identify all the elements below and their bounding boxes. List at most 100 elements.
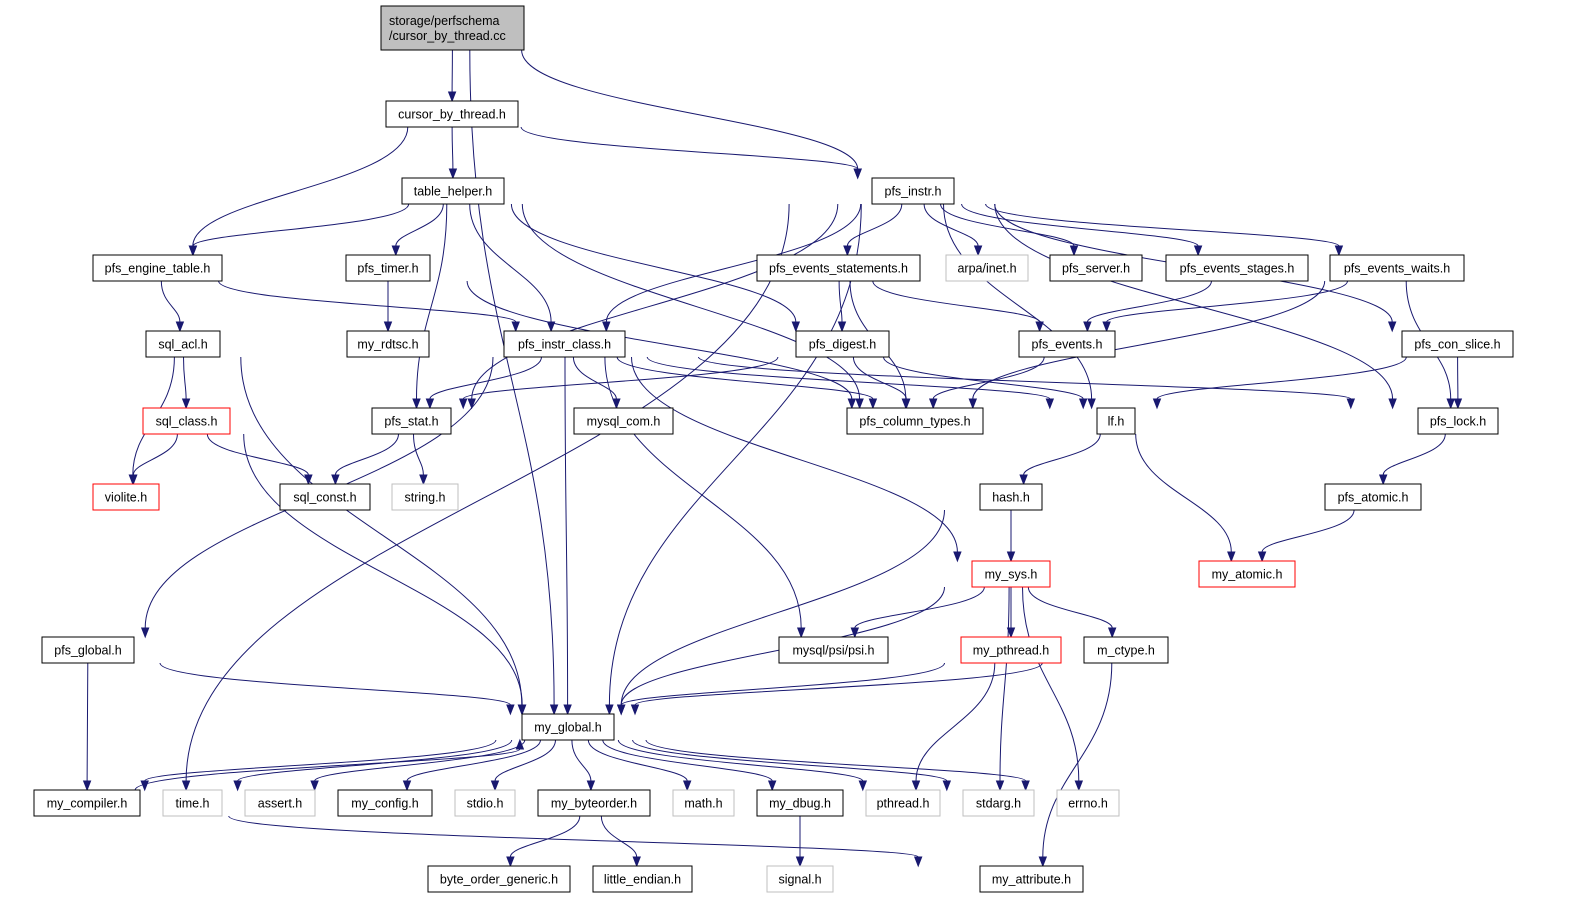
- node-mysql-com-h[interactable]: mysql_com.h: [573, 407, 674, 435]
- edge-sql_class_h-to-violite_h: [129, 433, 178, 486]
- node-my-global-h[interactable]: my_global.h: [521, 713, 615, 741]
- edge-line: [923, 203, 979, 247]
- node-math-h[interactable]: math.h: [672, 789, 735, 817]
- node-pfs-events-stages-h[interactable]: pfs_events_stages.h: [1165, 254, 1309, 282]
- node-pfs-engine-table-h[interactable]: pfs_engine_table.h: [92, 254, 223, 282]
- node-signal-h[interactable]: signal.h: [766, 865, 834, 893]
- edge-line: [605, 203, 862, 323]
- node-label: cursor_by_thread.h: [398, 108, 506, 122]
- edge-line: [604, 356, 802, 629]
- node-pfs-events-statements-h[interactable]: pfs_events_statements.h: [756, 254, 921, 282]
- node-assert-h[interactable]: assert.h: [244, 789, 316, 817]
- node-pfs-timer-h[interactable]: pfs_timer.h: [345, 254, 431, 282]
- edge-line: [632, 739, 948, 782]
- edge-pfs_instr_class_h-to-lf_h: [646, 356, 1055, 410]
- edge-line: [646, 356, 1051, 400]
- node-hash-h[interactable]: hash.h: [979, 483, 1043, 511]
- node-pfs-events-h[interactable]: pfs_events.h: [1018, 330, 1116, 358]
- node-time-h[interactable]: time.h: [162, 789, 223, 817]
- node-cursor-by-thread-h[interactable]: cursor_by_thread.h: [385, 100, 519, 128]
- arrowhead: [515, 738, 525, 750]
- node-my-rdtsc-h[interactable]: my_rdtsc.h: [346, 330, 430, 358]
- node-my-dbug-h[interactable]: my_dbug.h: [756, 789, 844, 817]
- arrowhead: [563, 704, 572, 716]
- node-box: [92, 483, 160, 511]
- node-sql-acl-h[interactable]: sql_acl.h: [145, 330, 221, 358]
- arrowhead: [1035, 321, 1044, 333]
- node-pfs-instr-class-h[interactable]: pfs_instr_class.h: [503, 330, 626, 358]
- arrowhead: [902, 398, 911, 410]
- arrowhead: [140, 627, 150, 639]
- node-box: [962, 789, 1035, 817]
- node-label: violite.h: [105, 491, 147, 505]
- node-label: my_global.h: [534, 721, 601, 735]
- arrowhead: [1038, 856, 1048, 868]
- node-byte-order-generic-h[interactable]: byte_order_generic.h: [427, 865, 571, 893]
- node-my-byteorder-h[interactable]: my_byteorder.h: [537, 789, 651, 817]
- edge-line: [134, 748, 521, 791]
- edge-my_global_h-to-stdarg_h: [632, 739, 952, 792]
- node-sql-const-h[interactable]: sql_const.h: [279, 483, 371, 511]
- node-box: [371, 407, 452, 435]
- edge-line: [1022, 586, 1080, 782]
- node-pfs-lock-h[interactable]: pfs_lock.h: [1417, 407, 1499, 435]
- node-box: [766, 865, 834, 893]
- node-pfs-instr-h[interactable]: pfs_instr.h: [871, 177, 955, 205]
- node-arpa-inet-h[interactable]: arpa/inet.h: [945, 254, 1029, 282]
- node-label: pfs_global.h: [54, 644, 121, 658]
- node-pfs-digest-h[interactable]: pfs_digest.h: [795, 330, 890, 358]
- edge-line: [564, 356, 569, 706]
- node-m-ctype-h[interactable]: m_ctype.h: [1083, 636, 1169, 664]
- node-pthread-h[interactable]: pthread.h: [865, 789, 941, 817]
- node-pfs-server-h[interactable]: pfs_server.h: [1049, 254, 1143, 282]
- node-mysql-psi-psi-h[interactable]: mysql/psi/psi.h: [778, 636, 889, 664]
- node-my-attribute-h[interactable]: my_attribute.h: [979, 865, 1084, 893]
- node-pfs-atomic-h[interactable]: pfs_atomic.h: [1324, 483, 1422, 511]
- node-sql-class-h[interactable]: sql_class.h: [142, 407, 231, 435]
- node-label: pfs_column_types.h: [859, 415, 970, 429]
- node-pfs-global-h[interactable]: pfs_global.h: [41, 636, 135, 664]
- node-violite-h[interactable]: violite.h: [92, 483, 160, 511]
- node-my-sys-h[interactable]: my_sys.h: [971, 560, 1051, 588]
- edge-my_global_h-to-assert_h: [310, 739, 526, 792]
- arrowhead: [1087, 398, 1096, 410]
- node-my-atomic-h[interactable]: my_atomic.h: [1198, 560, 1296, 588]
- edge-line: [608, 203, 862, 706]
- node-lf-h[interactable]: lf.h: [1096, 407, 1136, 435]
- node-box: [162, 789, 223, 817]
- node-pfs-column-types-h[interactable]: pfs_column_types.h: [846, 407, 984, 435]
- node-pfs-con-slice-h[interactable]: pfs_con_slice.h: [1401, 330, 1514, 358]
- edge-my_sys_h-to-stdarg_h: [995, 586, 1010, 792]
- edge-line: [631, 356, 958, 553]
- edge-pfs_atomic_h-to-my_atomic_h: [1257, 509, 1355, 563]
- edge-pfs_instr_class_h-to-my_global_h: [563, 356, 572, 716]
- node-stdarg-h[interactable]: stdarg.h: [962, 789, 1035, 817]
- edge-pfs_instr_h-to-pfs_lock_h: [994, 203, 1397, 410]
- node-my-pthread-h[interactable]: my_pthread.h: [960, 636, 1062, 664]
- arrowhead: [175, 321, 185, 333]
- node-table-helper-h[interactable]: table_helper.h: [401, 177, 505, 205]
- node-my-config-h[interactable]: my_config.h: [337, 789, 433, 817]
- edge-line: [940, 203, 1075, 247]
- node-label: my_dbug.h: [769, 797, 831, 811]
- edge-line: [1382, 433, 1446, 476]
- arrowhead: [1257, 551, 1267, 563]
- arrowhead: [1378, 474, 1388, 486]
- node-my-compiler-h[interactable]: my_compiler.h: [33, 789, 141, 817]
- node-root[interactable]: storage/perfschema/cursor_by_thread.cc: [380, 5, 525, 51]
- node-stdio-h[interactable]: stdio.h: [454, 789, 516, 817]
- node-box: [346, 330, 430, 358]
- edge-pfs_timer_h-to-pfs_column_types_h: [466, 280, 857, 410]
- edge-my_sys_h-to-errno_h: [1022, 586, 1084, 792]
- node-errno-h[interactable]: errno.h: [1056, 789, 1120, 817]
- edge-pfs_stat_h-to-string_h: [413, 433, 428, 486]
- node-label: errno.h: [1068, 797, 1108, 811]
- edge-line: [185, 203, 790, 782]
- node-pfs-events-waits-h[interactable]: pfs_events_waits.h: [1329, 254, 1465, 282]
- node-little-endian-h[interactable]: little_endian.h: [592, 865, 693, 893]
- arrowhead: [1021, 780, 1030, 792]
- edge-my_global_h-to-my_dbug_h: [602, 739, 777, 792]
- node-pfs-stat-h[interactable]: pfs_stat.h: [371, 407, 452, 435]
- node-string-h[interactable]: string.h: [391, 483, 459, 511]
- edge-line: [915, 662, 996, 782]
